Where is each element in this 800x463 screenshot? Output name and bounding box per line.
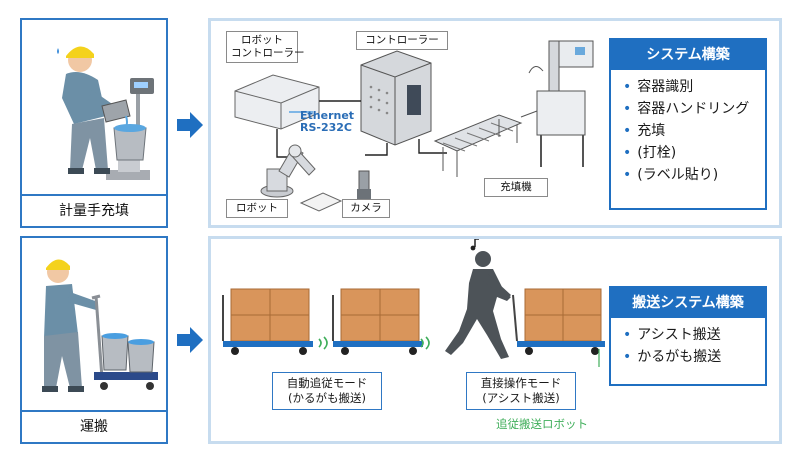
robot-label: ロボット	[226, 199, 288, 218]
ethernet-text: Ethernet	[300, 109, 355, 122]
arrow-right-icon	[177, 112, 203, 138]
list-item: (打栓)	[623, 142, 765, 164]
list-item: かるがも搬送	[623, 346, 765, 368]
system-build-title: システム構築	[611, 40, 765, 70]
list-item: 容器ハンドリング	[623, 98, 765, 120]
manual-filling-panel: 計量手充填	[20, 18, 168, 228]
list-item: アシスト搬送	[623, 324, 765, 346]
direct-operation-mode-label: 直接操作モード (アシスト搬送)	[466, 372, 576, 410]
rs232c-text: RS-232C	[300, 121, 352, 134]
arrow-right-icon	[177, 327, 203, 353]
worker-weighing-illustration	[57, 46, 154, 180]
filler-label: 充填機	[484, 178, 548, 197]
auto-follow-mode-label: 自動追従モード (かるがも搬送)	[272, 372, 382, 410]
transport-panel: 運搬	[20, 236, 168, 444]
transport-system-illustration	[222, 239, 605, 367]
transport-system-title: 搬送システム構築	[611, 288, 765, 318]
auto-follow-mode-line2: (かるがも搬送)	[288, 391, 366, 405]
ethernet-rs232c-label: Ethernet RS-232C	[300, 110, 354, 134]
camera-label: カメラ	[342, 199, 390, 218]
manual-filling-label: 計量手充填	[22, 194, 166, 226]
transport-system-list: アシスト搬送 かるがも搬送	[611, 318, 765, 368]
list-item: 充填	[623, 120, 765, 142]
follower-robot-label: 追従搬送ロボット	[496, 417, 588, 431]
direct-operation-mode-line1: 直接操作モード	[480, 376, 562, 390]
system-build-box: システム構築 容器識別 容器ハンドリング 充填 (打栓) (ラベル貼り)	[609, 38, 767, 210]
robot-controller-label-line1: ロボット	[241, 34, 283, 46]
list-item: 容器識別	[623, 76, 765, 98]
direct-operation-mode-line2: (アシスト搬送)	[482, 391, 560, 405]
worker-cart-illustration	[42, 259, 158, 392]
filling-system-illustration	[234, 40, 594, 212]
system-build-list: 容器識別 容器ハンドリング 充填 (打栓) (ラベル貼り)	[611, 70, 765, 186]
transport-label: 運搬	[22, 410, 166, 442]
transport-system-box: 搬送システム構築 アシスト搬送 かるがも搬送	[609, 286, 767, 386]
controller-label: コントローラー	[356, 31, 448, 50]
robot-controller-label-line2: コントローラー	[231, 47, 305, 59]
list-item: (ラベル貼り)	[623, 164, 765, 186]
auto-follow-mode-line1: 自動追従モード	[286, 376, 368, 390]
robot-controller-label: ロボット コントローラー	[226, 31, 305, 63]
